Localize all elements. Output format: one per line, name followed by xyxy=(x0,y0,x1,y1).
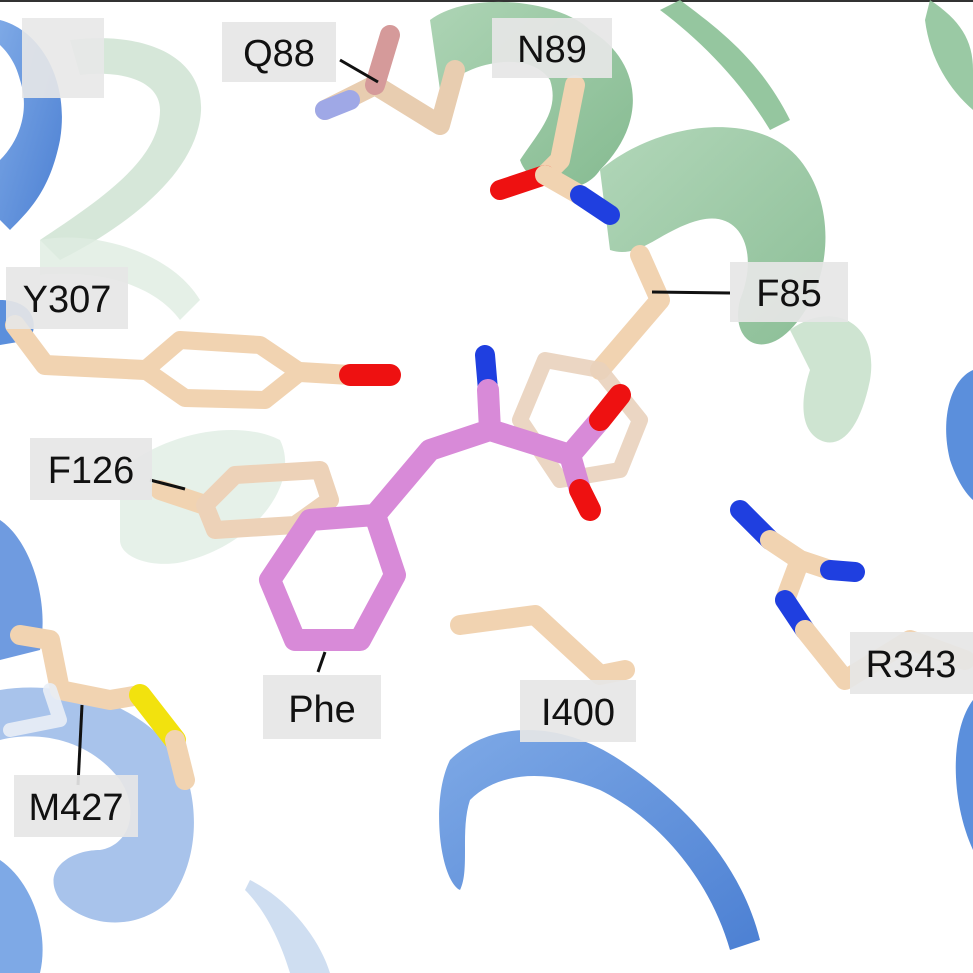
residue-y307-sticks xyxy=(5,315,401,409)
label-q88: Q88 xyxy=(222,22,336,82)
residue-f85-sticks xyxy=(512,245,670,488)
label-f126: F126 xyxy=(30,438,152,500)
label-r343-text: R343 xyxy=(866,644,957,686)
label-i400: I400 xyxy=(520,680,636,742)
label-r343: R343 xyxy=(850,632,973,694)
ligand-phe-sticks xyxy=(259,345,631,651)
leader-q88 xyxy=(339,58,379,84)
label-phe: Phe xyxy=(263,675,381,739)
label-i400-text: I400 xyxy=(541,692,615,734)
label-n89: N89 xyxy=(492,18,612,78)
label-n89-text: N89 xyxy=(517,29,587,71)
label-q88-text: Q88 xyxy=(243,33,315,75)
label-f85: F85 xyxy=(730,262,848,322)
residue-n89-sticks xyxy=(490,75,620,225)
label-f85-text: F85 xyxy=(756,273,821,315)
label-y307-text: Y307 xyxy=(23,279,112,321)
leader-m427 xyxy=(76,704,84,786)
label-m427-text: M427 xyxy=(28,787,123,829)
label-f126-text: F126 xyxy=(48,450,135,492)
label-leader-lines xyxy=(76,58,731,786)
label-y307: Y307 xyxy=(6,267,128,329)
legend-corner-swatch xyxy=(22,18,104,98)
leader-f126 xyxy=(149,478,186,491)
leader-phe xyxy=(316,651,327,673)
residue-i400-sticks xyxy=(450,605,635,685)
leader-f85 xyxy=(651,290,731,295)
label-m427: M427 xyxy=(14,775,138,837)
label-phe-text: Phe xyxy=(288,689,356,731)
residue-q88-sticks xyxy=(315,25,465,135)
residue-m427-sticks xyxy=(3,625,195,790)
helix-blue-bottom xyxy=(245,730,760,973)
residue-f126-sticks xyxy=(150,461,339,539)
helix-blue-right xyxy=(946,370,973,850)
